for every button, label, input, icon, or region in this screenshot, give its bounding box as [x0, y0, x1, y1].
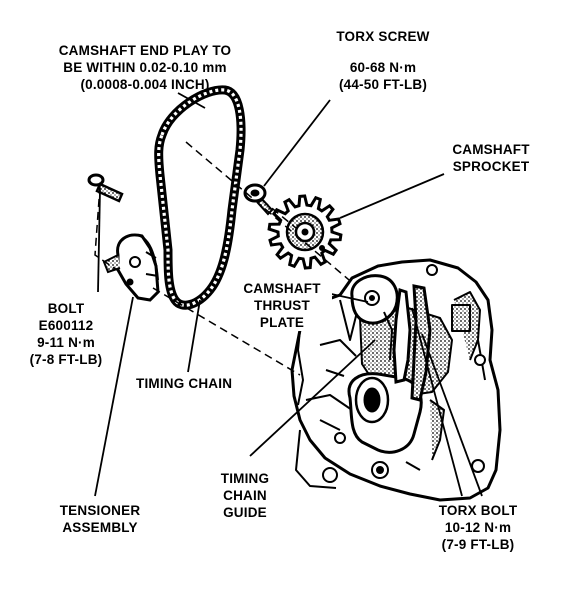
timing-chain-guide-label: TIMING CHAIN GUIDE — [200, 470, 290, 521]
camshaft-sprocket-line2: SPROCKET — [452, 159, 530, 174]
timing-chain-part — [154, 85, 246, 310]
tensioner-assembly-label: TENSIONER ASSEMBLY — [40, 502, 160, 536]
camshaft-end-play-label: CAMSHAFT END PLAY TO BE WITHIN 0.02-0.10… — [10, 42, 280, 93]
timing-chain-guide-line1: TIMING — [220, 471, 270, 486]
assembly-lines — [94, 141, 356, 376]
leader-lines — [94, 92, 483, 497]
bolt-part — [87, 173, 124, 203]
tensioner-assembly-part — [102, 233, 160, 302]
camshaft-sprocket-line1: CAMSHAFT — [452, 142, 530, 157]
bolt-line2: E600112 — [38, 318, 94, 333]
tensioner-assembly-line2: ASSEMBLY — [62, 520, 138, 535]
timing-chain-label: TIMING CHAIN — [136, 375, 233, 392]
timing-chain-text: TIMING CHAIN — [136, 376, 233, 391]
torx-screw-line1: TORX SCREW — [336, 29, 430, 44]
tensioner-assembly-line1: TENSIONER — [59, 503, 141, 518]
camshaft-end-play-line1: CAMSHAFT END PLAY TO — [58, 43, 232, 58]
torx-screw-label: TORX SCREW 60-68 N·m (44-50 FT-LB) — [318, 28, 448, 93]
bolt-line3: 9-11 N·m — [37, 335, 95, 350]
camshaft-thrust-plate-line2: THRUST — [254, 298, 310, 313]
torx-screw-line3: (44-50 FT-LB) — [338, 77, 428, 92]
camshaft-thrust-plate-line3: PLATE — [259, 315, 305, 330]
torx-bolt-line3: (7-9 FT-LB) — [441, 537, 515, 552]
camshaft-thrust-plate-line1: CAMSHAFT — [243, 281, 321, 296]
bolt-label: BOLT E600112 9-11 N·m (7-8 FT-LB) — [10, 300, 122, 368]
camshaft-sprocket-part — [267, 194, 343, 270]
camshaft-end-play-line3: (0.0008-0.004 INCH) — [80, 77, 210, 92]
torx-screw-part — [243, 183, 274, 216]
torx-bolt-line1: TORX BOLT — [438, 503, 518, 518]
torx-bolt-label: TORX BOLT 10-12 N·m (7-9 FT-LB) — [418, 502, 538, 553]
camshaft-thrust-plate-label: CAMSHAFT THRUST PLATE — [232, 280, 332, 331]
timing-chain-guide-line2: CHAIN — [223, 488, 267, 503]
camshaft-sprocket-label: CAMSHAFT SPROCKET — [436, 141, 546, 175]
bolt-line1: BOLT — [47, 301, 85, 316]
bolt-line4: (7-8 FT-LB) — [29, 352, 103, 367]
torx-screw-line2: 60-68 N·m — [349, 60, 417, 75]
timing-chain-guide-line3: GUIDE — [223, 505, 267, 520]
camshaft-end-play-line2: BE WITHIN 0.02-0.10 mm — [63, 60, 227, 75]
camshaft-thrust-plate — [350, 274, 399, 325]
torx-bolt-line2: 10-12 N·m — [444, 520, 512, 535]
